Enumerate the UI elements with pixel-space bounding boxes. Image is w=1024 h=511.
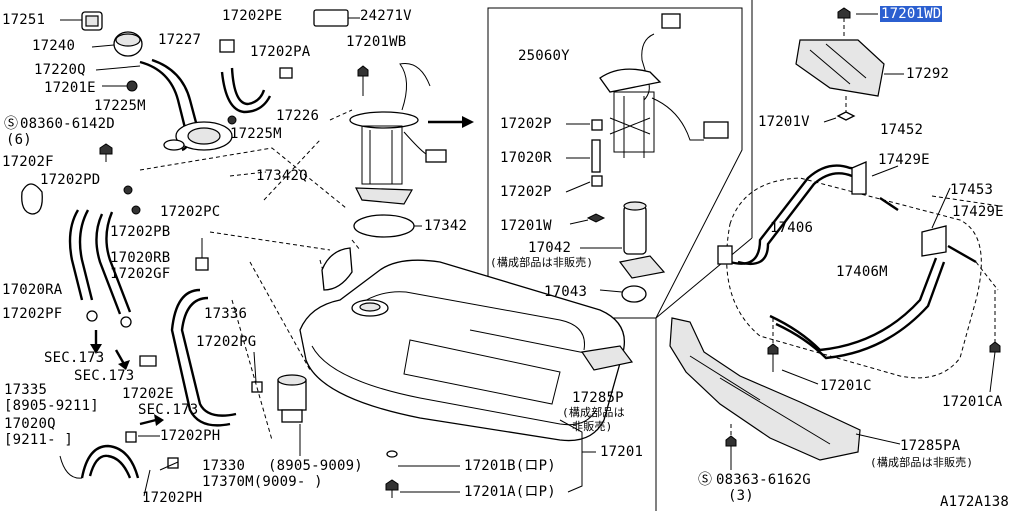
pump-module bbox=[599, 13, 729, 158]
label-17335: 17335 bbox=[4, 382, 48, 398]
label-17201E: 17201E bbox=[44, 80, 96, 96]
sender-unit bbox=[349, 62, 447, 205]
label-17370M: 17370M(9009- ) bbox=[202, 474, 323, 490]
label-17201V: 17201V bbox=[758, 114, 810, 130]
label-17342: 17342 bbox=[424, 218, 468, 234]
label-17202P-b: 17202P bbox=[500, 184, 552, 200]
label-17201CA: 17201CA bbox=[942, 394, 1003, 410]
label-17285P: 17285P bbox=[572, 390, 624, 406]
label-17201B: 17201B(ロP) bbox=[464, 458, 556, 474]
canister bbox=[277, 374, 307, 423]
label-25060Y: 25060Y bbox=[518, 48, 570, 64]
fuel-tank bbox=[299, 247, 626, 442]
label-17202E: 17202E bbox=[122, 386, 174, 402]
label-17202PA: 17202PA bbox=[250, 44, 311, 60]
label-08363: 08363-6162G bbox=[716, 472, 811, 488]
screw-symbol-a: Ⓢ bbox=[4, 116, 19, 132]
label-17201C: 17201C bbox=[820, 378, 872, 394]
label-17240: 17240 bbox=[32, 38, 76, 54]
screw-symbol-b: Ⓢ bbox=[698, 472, 713, 488]
label-17453: 17453 bbox=[950, 182, 994, 198]
label-17020RB: 17020RB bbox=[110, 250, 171, 266]
label-17225M-b: 17225M bbox=[230, 126, 282, 142]
label-17201WD: 17201WD bbox=[880, 6, 943, 22]
label-17202P-a: 17202P bbox=[500, 116, 552, 132]
filler-ring bbox=[113, 31, 143, 57]
heat-protector bbox=[795, 39, 885, 97]
filler-cap bbox=[81, 11, 103, 31]
label-08360-qty: (6) bbox=[6, 132, 32, 148]
label-sec173-a[interactable]: SEC.173 bbox=[44, 350, 105, 366]
label-24271V: 24271V bbox=[360, 8, 412, 24]
label-17292: 17292 bbox=[906, 66, 950, 82]
label-17020Q: 17020Q bbox=[4, 416, 56, 432]
label-17452: 17452 bbox=[880, 122, 924, 138]
label-sec173-c[interactable]: SEC.173 bbox=[138, 402, 199, 418]
label-17202PB: 17202PB bbox=[110, 224, 171, 240]
label-17285P-note1: (構成部品は bbox=[562, 406, 625, 419]
label-08363-qty: (3) bbox=[728, 488, 754, 504]
inset-frame bbox=[487, 7, 743, 319]
label-17225M-a: 17225M bbox=[94, 98, 146, 114]
label-17042-note: (構成部品は非販売) bbox=[490, 256, 594, 269]
label-17202PC: 17202PC bbox=[160, 204, 221, 220]
label-17020Q-range: [9211- ] bbox=[4, 432, 74, 448]
label-17020R: 17020R bbox=[500, 150, 552, 166]
label-17202PG: 17202PG bbox=[196, 334, 257, 350]
label-17330: 17330 bbox=[202, 458, 246, 474]
label-17201WB: 17201WB bbox=[346, 34, 407, 50]
label-17201A: 17201A(ロP) bbox=[464, 484, 556, 500]
label-17330-range: (8905-9009) bbox=[268, 458, 363, 474]
label-17226: 17226 bbox=[276, 108, 320, 124]
label-17342Q: 17342Q bbox=[256, 168, 308, 184]
label-17285PA-note: (構成部品は非販売) bbox=[870, 456, 974, 469]
label-17406M: 17406M bbox=[836, 264, 888, 280]
label-17251: 17251 bbox=[2, 12, 46, 28]
label-sec173-b[interactable]: SEC.173 bbox=[74, 368, 135, 384]
label-17429E-b: 17429E bbox=[952, 204, 1004, 220]
label-17042: 17042 bbox=[528, 240, 572, 256]
label-17335-range: [8905-9211] bbox=[4, 398, 99, 414]
label-17202PH-a: 17202PH bbox=[160, 428, 221, 444]
label-17202PH-b: 17202PH bbox=[142, 490, 203, 506]
label-17020RA: 17020RA bbox=[2, 282, 63, 298]
tank-protector bbox=[669, 317, 861, 461]
label-17201W: 17201W bbox=[500, 218, 552, 234]
label-17227: 17227 bbox=[158, 32, 202, 48]
label-17336: 17336 bbox=[204, 306, 248, 322]
figure-id: A172A138 bbox=[940, 494, 1010, 510]
fuel-pump bbox=[618, 201, 666, 279]
label-17285PA: 17285PA bbox=[900, 438, 961, 454]
label-17285P-note2: 非販売) bbox=[572, 420, 613, 433]
label-17202F: 17202F bbox=[2, 154, 54, 170]
label-17429E-a: 17429E bbox=[878, 152, 930, 168]
label-08360: 08360-6142D bbox=[20, 116, 115, 132]
label-17202PE: 17202PE bbox=[222, 8, 283, 24]
label-17220Q: 17220Q bbox=[34, 62, 86, 78]
label-17201: 17201 bbox=[600, 444, 644, 460]
label-17043: 17043 bbox=[544, 284, 588, 300]
label-17202PF: 17202PF bbox=[2, 306, 63, 322]
label-17406: 17406 bbox=[770, 220, 814, 236]
label-17202GF: 17202GF bbox=[110, 266, 171, 282]
label-17202PD: 17202PD bbox=[40, 172, 101, 188]
